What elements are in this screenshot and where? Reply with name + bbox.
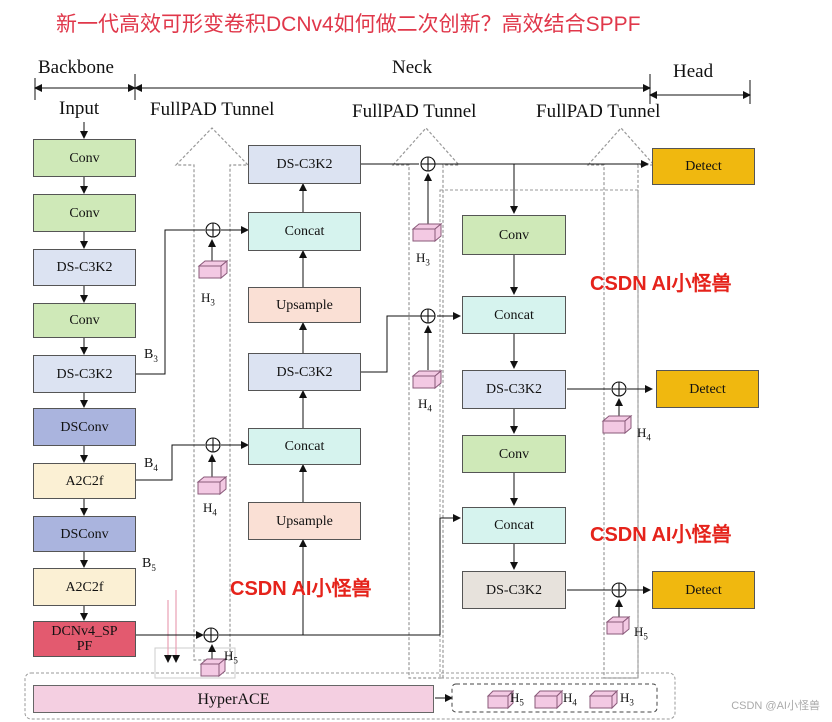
neck-ds-c3k2-mid: DS-C3K2 bbox=[248, 353, 361, 391]
neck-conv-right-2: Conv bbox=[462, 435, 566, 473]
backbone-ds-c3k2-2: DS-C3K2 bbox=[33, 355, 136, 393]
fullpad-tunnel-label-1: FullPAD Tunnel bbox=[150, 99, 275, 120]
detect-head-2: Detect bbox=[656, 370, 759, 408]
backbone-a2c2f-1: A2C2f bbox=[33, 463, 136, 499]
fullpad-tunnel-label-3: FullPAD Tunnel bbox=[536, 101, 661, 122]
b3-label: B3 bbox=[144, 347, 158, 364]
backbone-dsconv-1: DSConv bbox=[33, 408, 136, 446]
credit-text: CSDN @AI小怪兽 bbox=[731, 700, 820, 712]
add-node-1 bbox=[205, 222, 221, 238]
input-label: Input bbox=[59, 98, 100, 119]
neck-concat-right-2: Concat bbox=[462, 507, 566, 544]
h5-label-2: H5 bbox=[634, 624, 648, 642]
neck-ds-c3k2-top: DS-C3K2 bbox=[248, 145, 361, 184]
neck-upsample-2: Upsample bbox=[248, 502, 361, 540]
add-node-4 bbox=[420, 156, 436, 172]
h4-label-3: H4 bbox=[637, 425, 651, 443]
fullpad-tunnel-label-2: FullPAD Tunnel bbox=[352, 101, 477, 122]
h3-label-1: H3 bbox=[201, 290, 215, 308]
fullpad-tunnel-1 bbox=[174, 127, 250, 661]
neck-ds-c3k2-right-2: DS-C3K2 bbox=[462, 571, 566, 609]
neck-ds-c3k2-right-1: DS-C3K2 bbox=[462, 370, 566, 409]
fullpad-tunnel-2 bbox=[391, 127, 461, 679]
watermark-1: CSDN AI小怪兽 bbox=[590, 273, 732, 295]
b4-label: B4 bbox=[144, 456, 158, 473]
page-title: 新一代高效可形变卷积DCNv4如何做二次创新？高效结合SPPF bbox=[56, 13, 641, 36]
add-node-2 bbox=[205, 437, 221, 453]
backbone-conv-1: Conv bbox=[33, 139, 136, 177]
backbone-dcnv4-sppf: DCNv4_SPPF bbox=[33, 621, 136, 657]
neck-concat-2: Concat bbox=[248, 428, 361, 465]
b5-label: B5 bbox=[142, 556, 156, 573]
neck-concat-1: Concat bbox=[248, 212, 361, 251]
backbone-label: Backbone bbox=[38, 57, 114, 78]
backbone-conv-2: Conv bbox=[33, 194, 136, 232]
backbone-conv-3: Conv bbox=[33, 303, 136, 338]
neck-concat-right-1: Concat bbox=[462, 296, 566, 334]
backbone-dsconv-2: DSConv bbox=[33, 516, 136, 552]
neck-label: Neck bbox=[392, 57, 433, 78]
neck-upsample-1: Upsample bbox=[248, 287, 361, 323]
detect-head-1: Detect bbox=[652, 148, 755, 185]
fullpad-tunnel-3 bbox=[586, 127, 656, 679]
detect-head-3: Detect bbox=[652, 571, 755, 609]
add-node-5 bbox=[420, 308, 436, 324]
watermark-2: CSDN AI小怪兽 bbox=[590, 524, 732, 546]
backbone-a2c2f-2: A2C2f bbox=[33, 568, 136, 606]
hyperace-h4-label: H4 bbox=[563, 690, 577, 708]
add-node-3 bbox=[203, 627, 219, 643]
hyperace-h3-label: H3 bbox=[620, 690, 634, 708]
backbone-ds-c3k2-1: DS-C3K2 bbox=[33, 249, 136, 286]
add-node-7 bbox=[611, 582, 627, 598]
hyperace-block: HyperACE bbox=[33, 685, 434, 713]
h4-label-2: H4 bbox=[418, 396, 432, 414]
watermark-3: CSDN AI小怪兽 bbox=[230, 578, 372, 600]
head-label: Head bbox=[673, 61, 714, 82]
h5-label-1: H5 bbox=[224, 648, 238, 666]
h4-label-1: H4 bbox=[203, 500, 217, 518]
h-cubes bbox=[196, 222, 633, 710]
h3-label-2: H3 bbox=[416, 250, 430, 268]
neck-conv-right-1: Conv bbox=[462, 215, 566, 255]
hyperace-h5-label: H5 bbox=[510, 690, 524, 708]
add-node-6 bbox=[611, 381, 627, 397]
